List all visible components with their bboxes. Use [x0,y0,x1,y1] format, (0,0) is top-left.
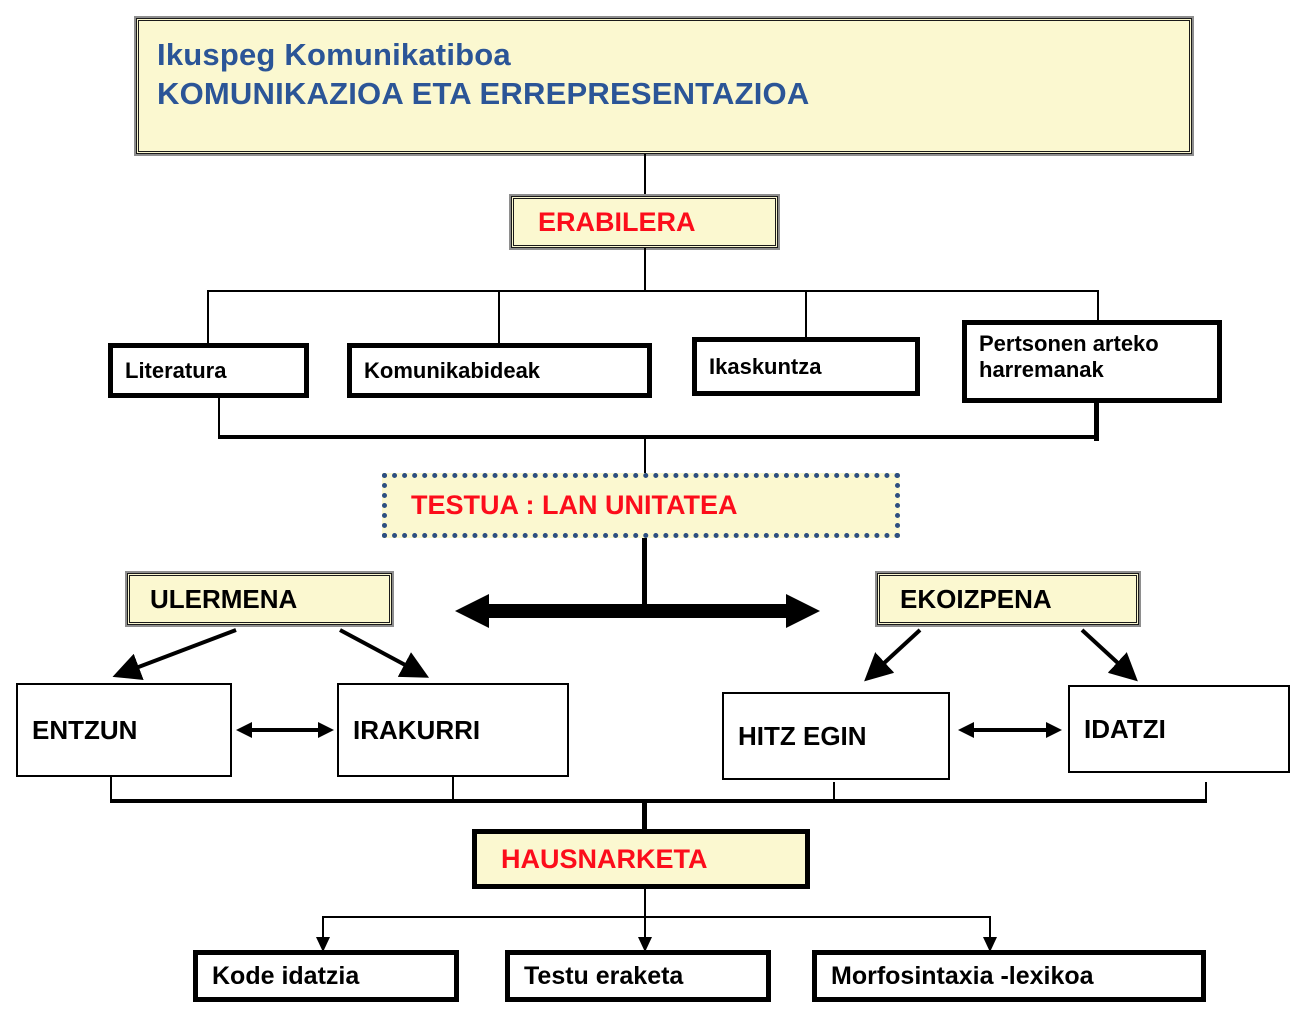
use-context-label: Ikaskuntza [709,353,822,379]
connector-branch-testu [644,916,646,939]
skill-box-entzun: ENTZUN [16,683,232,777]
skill-label: ENTZUN [32,714,138,745]
arrow-ulermena-to-entzun [112,628,237,680]
skill-label: IRAKURRI [353,714,481,745]
use-context-box-ikaskuntza: Ikaskuntza [692,337,920,396]
reflection-topic-box-morfosintaxia: Morfosintaxia -lexikoa [812,950,1206,1002]
arrow-head-left [236,722,252,738]
erabilera-box: ERABILERA [511,196,778,248]
reflection-topic-label: Morfosintaxia -lexikoa [831,961,1094,990]
connector-collector-to-testua [644,437,646,475]
connector-drop-ikaskuntza [805,290,807,337]
testua-label: TESTUA : LAN UNITATEA [411,490,738,520]
ekoizpena-box: EKOIZPENA [877,573,1139,625]
skill-label: HITZ EGIN [738,720,867,751]
connector-hitzegin-stub [833,782,835,800]
connector-branch-morfo [989,916,991,939]
title-line-2: KOMUNIKAZIOA ETA ERREPRESENTAZIOA [157,76,810,112]
arrow-head-right [1046,722,1062,738]
connector-skills-collector-bar [110,799,1207,803]
skill-box-irakurri: IRAKURRI [337,683,569,777]
skill-box-hitz-egin: HITZ EGIN [722,692,950,780]
arrow-head-kode [316,937,330,952]
ulermena-box: ULERMENA [127,573,392,625]
ulermena-label: ULERMENA [150,583,298,614]
connector-drop-literatura [207,290,209,343]
reflection-topic-label: Testu eraketa [524,961,684,990]
title-text: Ikuspeg Komunikatiboa KOMUNIKAZIOA ETA E… [157,35,1171,113]
reflection-topic-box-testu-eraketa: Testu eraketa [505,950,771,1002]
arrow-head-left [958,722,974,738]
connector-drop-komunikabideak [498,290,500,343]
arrow-ekoizpena-to-idatzi [1080,628,1138,682]
connector-collector-to-hausnarketa [642,801,647,834]
erabilera-label: ERABILERA [538,206,696,237]
connector-reflection-branch-bar [322,916,990,918]
connector-title-to-erabilera [644,154,646,198]
arrow-head-testu [638,937,652,952]
connector-idatzi-stub [1205,782,1207,800]
arrow-ekoizpena-to-hitzegin [864,628,922,682]
arrow-head-left [455,594,489,628]
reflection-topic-label: Kode idatzia [212,961,360,990]
connector-literatura-down [218,398,220,437]
use-context-label: Komunikabideak [364,357,541,383]
hausnarketa-label: HAUSNARKETA [501,843,708,874]
title-box: Ikuspeg Komunikatiboa KOMUNIKAZIOA ETA E… [136,18,1192,154]
arrow-shaft [250,728,320,732]
testua-box: TESTUA : LAN UNITATEA [382,473,900,538]
skill-label: IDATZI [1084,713,1166,744]
skill-box-idatzi: IDATZI [1068,685,1290,773]
arrow-head-right [786,594,820,628]
connector-branch-kode [322,916,324,939]
connector-irakurri-down [452,777,454,801]
connector-use-distribution-bar [207,290,1099,292]
ekoizpena-label: EKOIZPENA [900,583,1052,614]
arrow-shaft [485,604,790,618]
use-context-box-pertsonen: Pertsonen arteko harremanak [962,320,1222,403]
use-context-label: Pertsonen arteko harremanak [979,331,1159,383]
connector-pertsonen-down [1094,403,1099,441]
use-context-box-komunikabideak: Komunikabideak [347,343,652,398]
connector-use-collector-bar [218,435,1099,439]
connector-hausnarketa-drop [644,889,646,917]
connector-erabilera-drop [644,248,646,291]
connector-drop-pertsonen [1097,290,1099,320]
connector-testua-stem [642,538,647,615]
reflection-topic-box-kode-idatzia: Kode idatzia [193,950,459,1002]
title-line-1: Ikuspeg Komunikatiboa [157,37,511,72]
arrow-head-morfo [983,937,997,952]
connector-entzun-down [110,777,112,801]
hausnarketa-box: HAUSNARKETA [472,829,810,889]
arrow-ulermena-to-irakurri [339,628,430,678]
arrow-head-right [318,722,334,738]
use-context-label: Literatura [125,357,227,383]
use-context-box-literatura: Literatura [108,343,309,398]
arrow-shaft [972,728,1048,732]
